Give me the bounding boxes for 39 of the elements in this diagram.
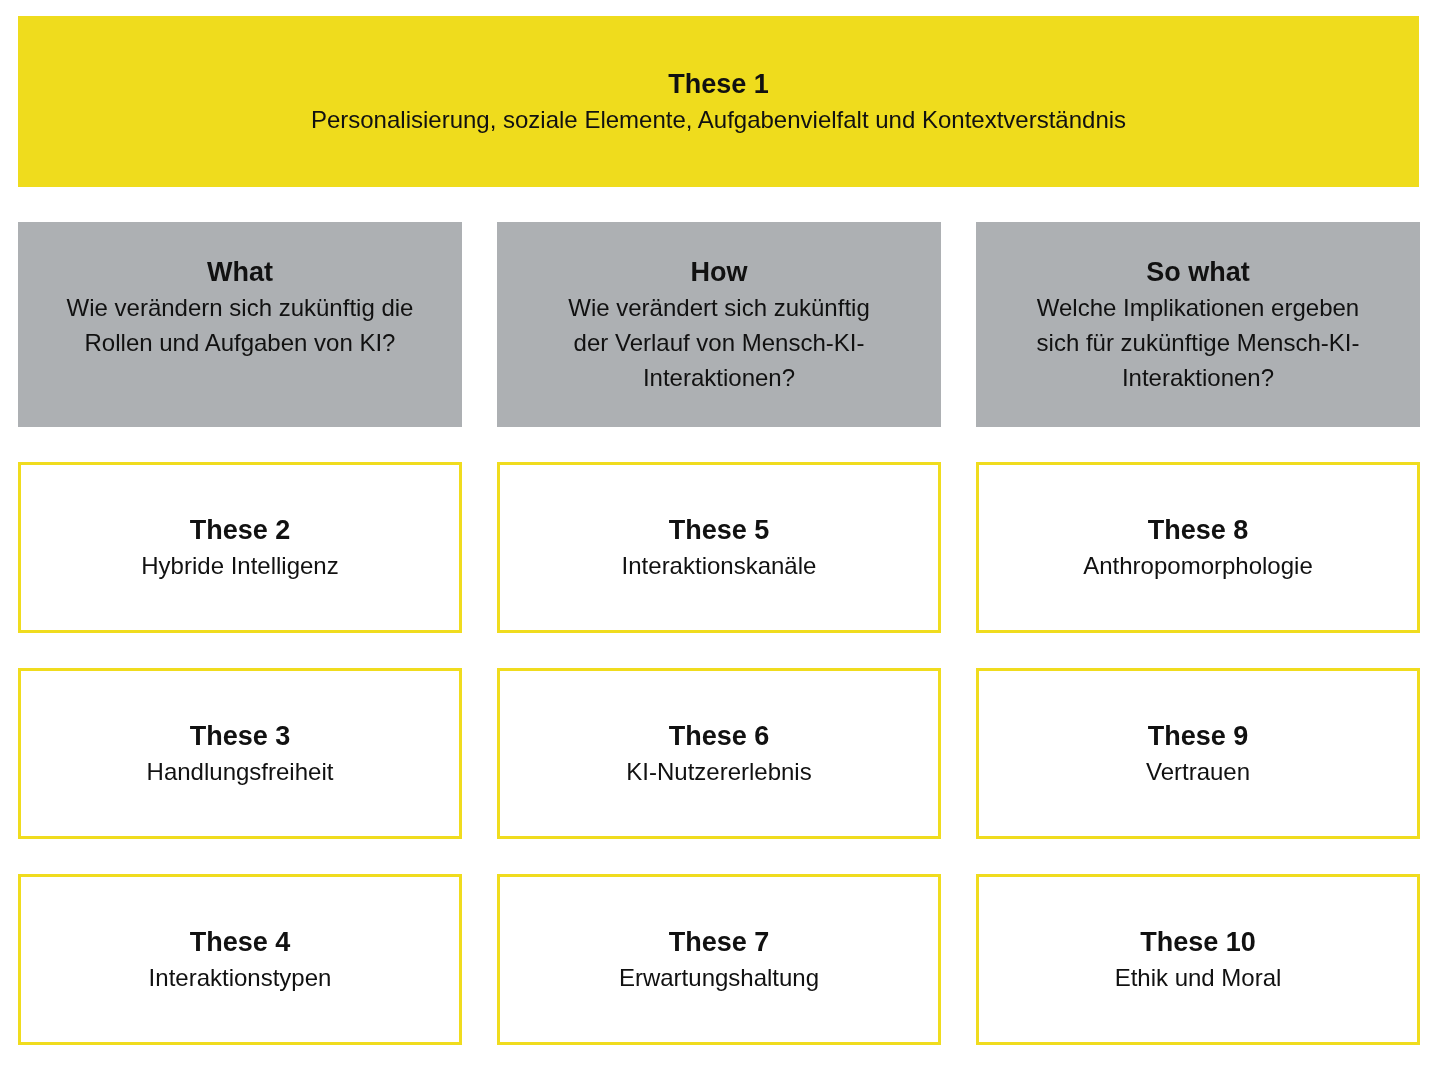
thesis-box xyxy=(976,874,1420,1045)
thesis-title: These 4 xyxy=(189,925,291,959)
thesis-box xyxy=(497,874,941,1045)
thesis-text: Vertrauen xyxy=(1145,756,1251,787)
thesis-text: Interaktionstypen xyxy=(148,962,332,993)
thesis-box xyxy=(497,462,941,633)
thesis-text: Erwartungshaltung xyxy=(618,962,820,993)
category-box xyxy=(497,222,941,427)
thesis-text: Hybride Intelligenz xyxy=(141,550,339,581)
thesis-title: These 9 xyxy=(1147,719,1249,753)
category-title: So what xyxy=(1146,256,1250,289)
category-box xyxy=(976,222,1420,427)
thesis-text: Ethik und Moral xyxy=(1114,962,1282,993)
category-question: Welche Implikationen ergeben sich für zukünftige Mensch-KI-Interaktionen? xyxy=(1035,293,1361,393)
category-box xyxy=(18,222,462,427)
category-question: Wie verändert sich zukünftig der Verlauf von Mensch-KI-Interaktionen? xyxy=(567,293,871,393)
thesis-box xyxy=(18,462,462,633)
thesis-text: Handlungsfreiheit xyxy=(146,756,334,787)
thesis-title: These 7 xyxy=(668,925,770,959)
thesis-box xyxy=(497,668,941,839)
banner-title: These 1 xyxy=(668,67,769,101)
thesis-banner xyxy=(18,16,1419,187)
thesis-title: These 10 xyxy=(1140,925,1256,959)
thesis-box xyxy=(18,668,462,839)
category-question: Wie verändern sich zukünftig die Rollen und Aufgaben von KI? xyxy=(65,293,415,358)
category-title: What xyxy=(207,256,273,289)
thesis-text: Interaktionskanäle xyxy=(621,550,817,581)
thesis-text: Anthropomorphologie xyxy=(1083,550,1313,581)
thesis-box xyxy=(18,874,462,1045)
thesis-title: These 2 xyxy=(189,513,291,547)
thesis-box xyxy=(976,668,1420,839)
thesis-text: KI-Nutzererlebnis xyxy=(626,756,812,787)
thesis-title: These 8 xyxy=(1147,513,1249,547)
thesis-title: These 6 xyxy=(668,719,770,753)
thesis-title: These 3 xyxy=(189,719,291,753)
category-title: How xyxy=(690,256,748,289)
banner-text: Personalisierung, soziale Elemente, Aufgabenvielfalt und Kontextverständnis xyxy=(310,104,1127,135)
thesis-box xyxy=(976,462,1420,633)
thesis-title: These 5 xyxy=(668,513,770,547)
